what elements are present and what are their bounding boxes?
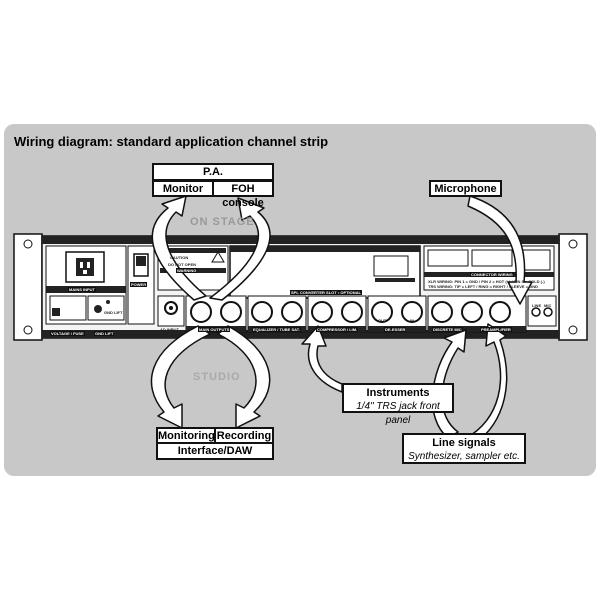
do-not-open-text: DO NOT OPEN: [168, 262, 197, 267]
trs-wiring-text: TRS WIRING: TIP = LEFT / RING = RIGHT / …: [428, 284, 539, 289]
xlr-connector: [281, 301, 303, 323]
connector-wiring-label: CONNECTOR WIRING: [470, 272, 514, 277]
warning-text: WARNING: [176, 268, 198, 273]
power-label: POWER: [130, 282, 148, 287]
line-signals-box: Line signals Synthesizer, sampler etc.: [402, 433, 526, 464]
gnd-lift-label: GND LIFT: [94, 331, 115, 336]
voltage-fuse-label: VOLTAGE / FUSE: [50, 331, 85, 336]
instruments-box: Instruments 1/4" TRS jack front panel: [342, 383, 454, 426]
line-mic-switches: [527, 295, 557, 327]
xlr-connector: [190, 301, 212, 323]
xlr-connector: [371, 301, 393, 323]
monitor-box: Monitor: [152, 180, 214, 197]
deesser-xlr-group: [367, 295, 427, 333]
arrow-to-foh: [209, 197, 271, 301]
xlr-connector: [461, 301, 483, 323]
interface-daw-box: Interface/DAW: [156, 442, 274, 460]
rack-ear-left: [13, 233, 43, 341]
gnd-lift-section: [87, 295, 125, 321]
line-signals-subtitle: Synthesizer, sampler etc.: [408, 451, 520, 462]
ad-input-label: AD INPUT: [160, 327, 179, 332]
main-outputs-label: MAIN OUTPUTS: [198, 327, 231, 332]
xlr-connector: [220, 301, 242, 323]
xlr-connector: [431, 301, 453, 323]
diagram-title: Wiring diagram: standard application cha…: [14, 134, 329, 149]
caution-text: CAUTION: [170, 255, 189, 260]
mains-input-label: MAINS INPUT: [68, 287, 96, 292]
on-stage-label: ON STAGE: [190, 216, 255, 228]
arrow-from-microphone: [467, 195, 533, 305]
xlr-connector: [489, 301, 511, 323]
instruments-subtitle: 1/4" TRS jack front panel: [356, 401, 440, 426]
mic-preamp-xlr-group: [427, 295, 527, 333]
preamplifier-label: PREAMPLIFIER: [480, 327, 512, 332]
converter-slot-label: SPL CONVERTER SLOT • OPTIONAL: [290, 290, 362, 295]
rear-panel-device: [13, 233, 588, 341]
microphone-box: Microphone: [429, 180, 502, 197]
foh-console-box: FOH console: [212, 180, 274, 209]
out-label: OUT: [378, 318, 387, 323]
discrete-mic-label: DISCRETE MIC: [432, 327, 463, 332]
instruments-title: Instruments: [366, 387, 430, 399]
deesser-label: DE-ESSER: [384, 327, 407, 332]
equalizer-label: EQUALIZER / TUBE SAT.: [252, 327, 301, 332]
pa-title-box: P.A.: [152, 163, 274, 181]
compressor-label: COMPRESSOR / LIM.: [316, 327, 359, 332]
studio-label: STUDIO: [193, 371, 241, 383]
arrow-from-instruments: [301, 325, 343, 393]
xlr-connector: [311, 301, 333, 323]
in-label: IN: [410, 318, 414, 323]
xlr-connector: [251, 301, 273, 323]
mic-label: MIC: [544, 303, 552, 308]
xlr-connector: [341, 301, 363, 323]
gnd-lift-switch-label: GND LIFT: [104, 310, 123, 315]
rack-ear-right: [558, 233, 588, 341]
line-signals-title: Line signals: [432, 437, 496, 449]
arrow-from-line-signals-b: [465, 323, 508, 445]
xlr-connector: [401, 301, 423, 323]
xlr-wiring-text: XLR WIRING: PIN 1 = GND / PIN 2 = HOT (+…: [428, 279, 545, 284]
line-label: LINE: [532, 303, 542, 308]
